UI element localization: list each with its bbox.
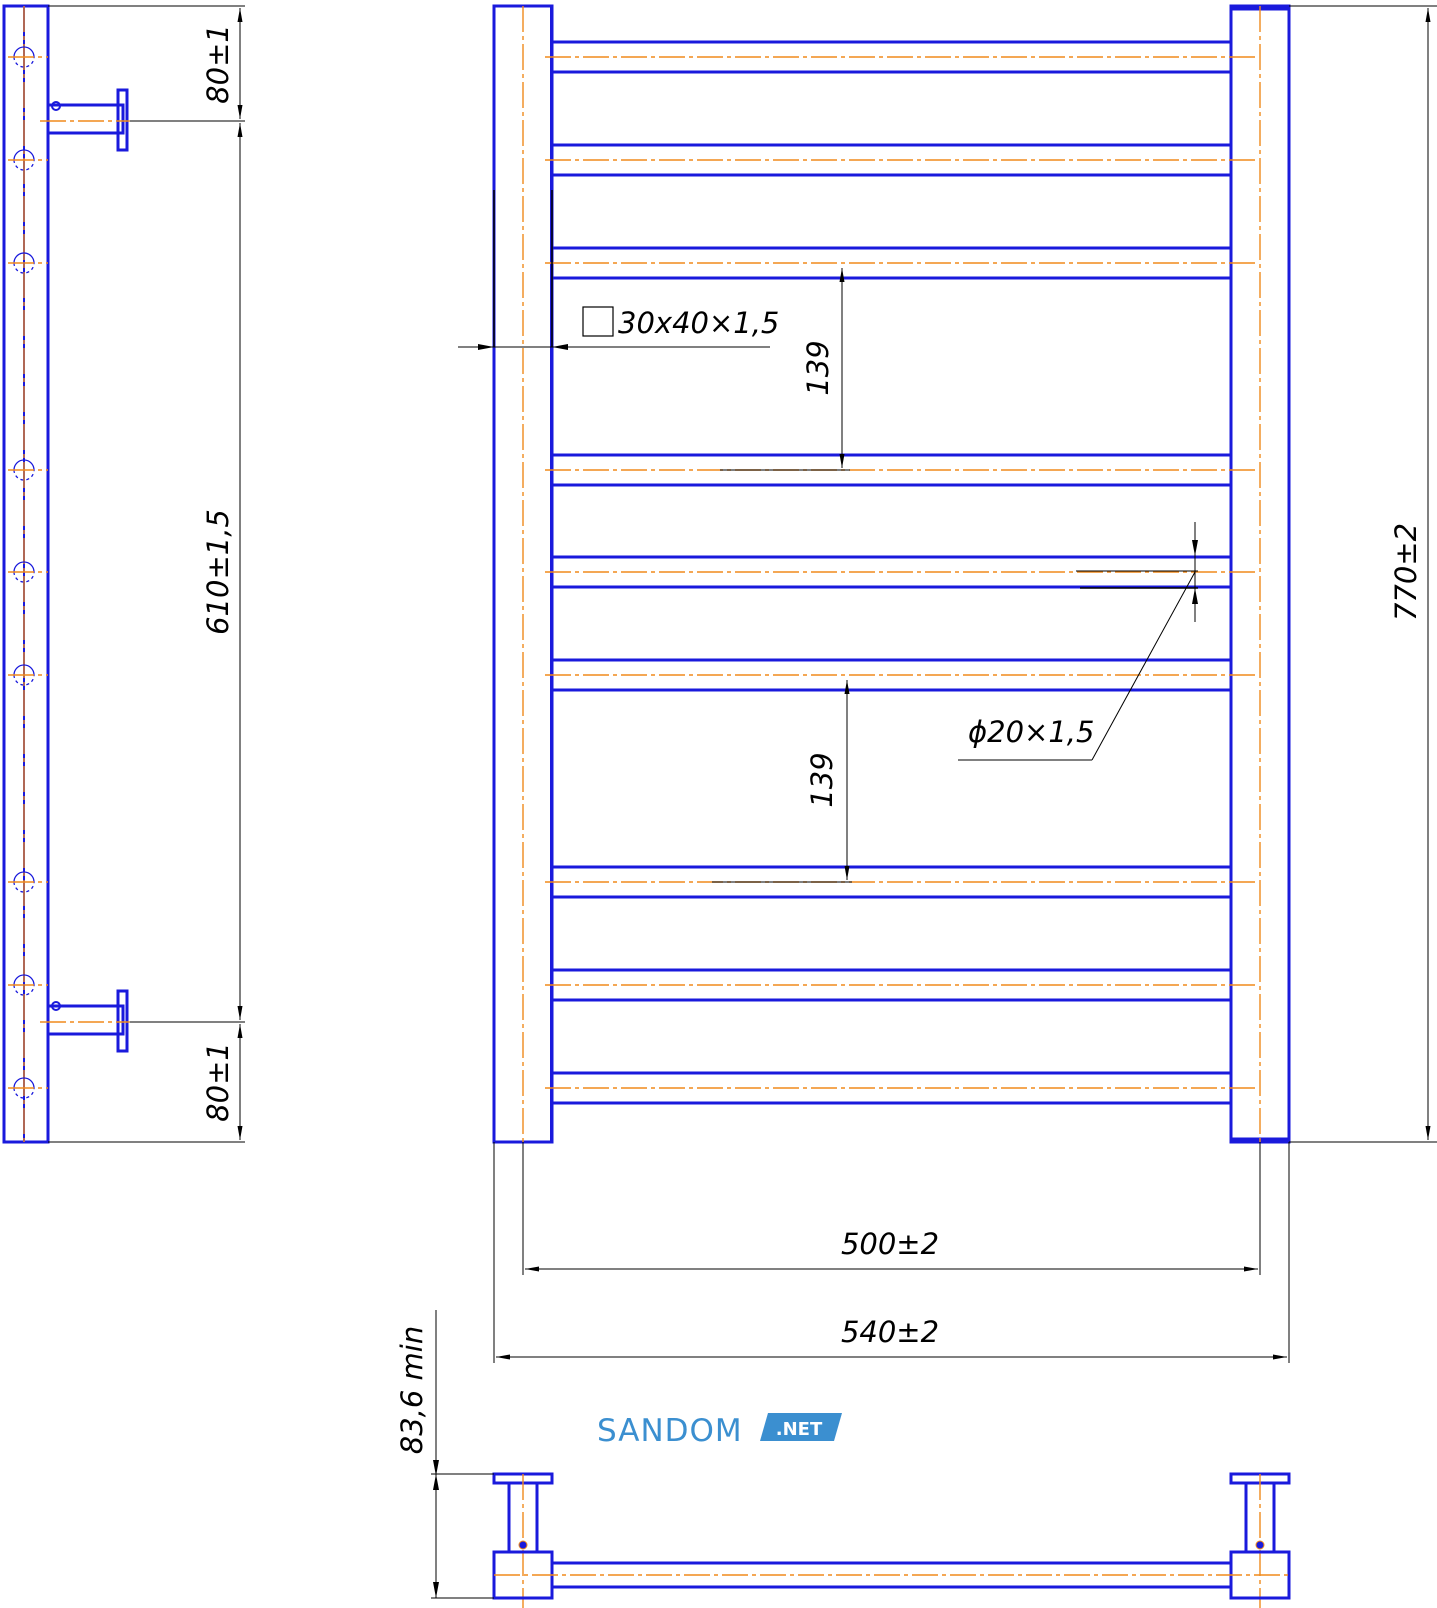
dim-overall-height: 770±2 xyxy=(1389,523,1423,621)
tube-callout: ϕ20×1,5 xyxy=(958,522,1198,761)
dim-wall-offset: 83,6 min xyxy=(395,1326,429,1454)
rung xyxy=(545,143,1255,177)
front-view: 30x40×1,5 139 139 ϕ20×1,5 xyxy=(458,4,1437,1363)
width-dimensions: 500±2 540±2 xyxy=(493,1142,1290,1363)
dim-profile: 30x40×1,5 xyxy=(618,306,779,340)
rung xyxy=(545,40,1255,74)
dim-rung-pitch-2: 139 xyxy=(805,752,839,807)
rung-pitch-dimension-2: 139 xyxy=(712,680,852,883)
side-view: 80±1 610±1,5 80±1 xyxy=(2,4,245,1144)
rung xyxy=(545,865,1255,899)
rung-pitch-dimension-1: 139 xyxy=(720,268,850,471)
rung-end-mark xyxy=(8,149,48,171)
rung-end-mark xyxy=(8,46,48,68)
rung-end-mark xyxy=(8,252,48,274)
rungs xyxy=(545,40,1255,1105)
dim-overall-width: 540±2 xyxy=(841,1315,939,1349)
watermark-badge xyxy=(760,1413,842,1441)
watermark-badge-text: .NET xyxy=(776,1419,823,1440)
square-profile-icon xyxy=(582,306,614,337)
rung xyxy=(545,246,1255,280)
dim-mount-top: 80±1 xyxy=(201,24,235,104)
watermark-logo: SANDOM .NET xyxy=(597,1413,842,1449)
watermark-brand: SANDOM xyxy=(597,1413,743,1449)
rung xyxy=(545,658,1255,692)
rung xyxy=(545,1071,1255,1105)
dim-mount-spacing: 610±1,5 xyxy=(201,509,235,635)
dim-axis-width: 500±2 xyxy=(841,1227,939,1261)
rung-end-mark xyxy=(8,561,48,583)
top-view: 83,6 min xyxy=(395,1310,1291,1608)
dim-mount-bottom: 80±1 xyxy=(201,1042,235,1122)
rung xyxy=(545,555,1255,589)
rung-end-mark xyxy=(8,459,48,481)
top-mount-bracket xyxy=(40,88,130,152)
rung xyxy=(545,968,1255,1002)
rung-end-mark xyxy=(8,1077,48,1099)
rung-end-mark xyxy=(8,664,48,686)
side-rung-marks xyxy=(8,46,48,1099)
profile-callout: 30x40×1,5 xyxy=(458,190,779,350)
dim-rung-pitch-1: 139 xyxy=(801,340,835,395)
overall-height-dimension: 770±2 xyxy=(1289,5,1437,1143)
side-view-upright xyxy=(2,4,50,1144)
rung-end-mark xyxy=(8,871,48,893)
dim-rung-tube: ϕ20×1,5 xyxy=(968,715,1094,749)
rung xyxy=(545,453,1255,487)
rung-end-mark xyxy=(8,974,48,996)
bottom-mount-bracket xyxy=(40,989,130,1053)
